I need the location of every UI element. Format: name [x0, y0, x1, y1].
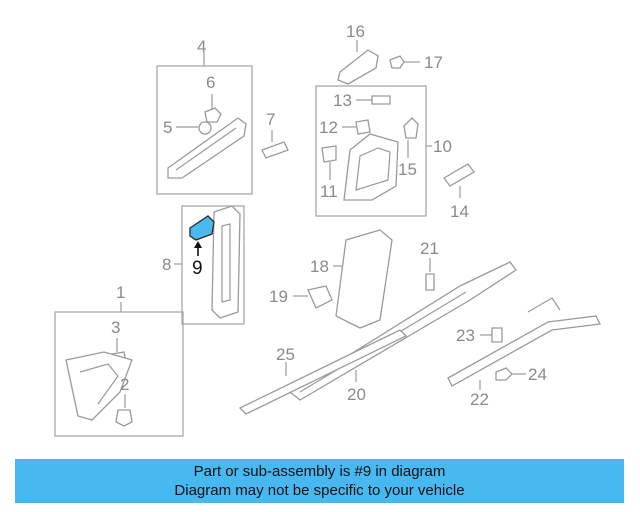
parts-diagram: 4 6 5 7 16 17 10 13 12 15 11 14 8 9 18 1… [54, 22, 601, 437]
sill-rail-22 [447, 315, 601, 387]
bracket-part-19 [307, 285, 333, 309]
callout-13: 13 [333, 91, 352, 110]
bolt-part-23 [491, 327, 503, 343]
callout-10: 10 [433, 137, 452, 156]
callout-9: 9 [192, 258, 203, 279]
grille-part-14 [443, 163, 475, 187]
rail-bracket [527, 297, 561, 313]
trim-inner-edge [355, 147, 391, 191]
callout-5: 5 [163, 118, 172, 137]
banner-line-part: Part or sub-assembly is #9 in diagram [193, 463, 446, 480]
scuff-plate-20 [288, 261, 517, 401]
callout-17: 17 [424, 53, 443, 72]
clip-part-6 [204, 107, 222, 123]
callout-22: 22 [470, 390, 489, 409]
callout-12: 12 [319, 118, 338, 137]
callout-1: 1 [116, 283, 125, 302]
group-box-4 [156, 65, 253, 195]
clip-part-15 [403, 117, 419, 139]
screw-part-17 [389, 55, 405, 69]
callout-4: 4 [197, 37, 206, 56]
callout-6: 6 [206, 73, 215, 92]
callout-7: 7 [266, 110, 275, 129]
kick-panel-edge [79, 363, 119, 405]
fastener-part-5 [198, 121, 212, 135]
clip-part-12 [355, 119, 371, 135]
clip-part-11 [321, 145, 337, 163]
callout-16: 16 [346, 22, 365, 41]
banner-line-disclaimer: Diagram may not be specific to your vehi… [174, 482, 465, 499]
callout-25: 25 [276, 345, 295, 364]
info-banner: Part or sub-assembly is #9 in diagram Di… [15, 459, 624, 503]
callout-24: 24 [528, 365, 547, 384]
bolt-part-21 [425, 273, 435, 291]
callout-11: 11 [320, 182, 338, 201]
group-box-8 [181, 205, 245, 325]
callout-23: 23 [456, 326, 475, 345]
b-pillar-upper-trim [343, 133, 399, 201]
clip-part-2 [115, 409, 133, 427]
b-pillar-lower-trim [211, 205, 241, 319]
callout-19: 19 [269, 287, 288, 306]
bolt-part-13 [371, 95, 391, 105]
arrow-head [194, 241, 202, 248]
screw-part-24 [495, 367, 513, 381]
group-box-10 [315, 85, 427, 217]
sill-trim-25 [238, 329, 408, 415]
callout-3: 3 [111, 318, 120, 337]
callout-18: 18 [310, 257, 329, 276]
callout-21: 21 [420, 239, 439, 258]
callout-15: 15 [398, 160, 417, 179]
callout-2: 2 [120, 375, 129, 394]
callout-20: 20 [347, 385, 366, 404]
speaker-grille-7 [261, 141, 289, 159]
group-box-1 [54, 311, 184, 437]
callout-8: 8 [162, 255, 171, 274]
b-pillar-lower-panel [335, 229, 393, 329]
kick-panel-trim [65, 351, 133, 421]
trim-channel [221, 223, 231, 303]
callout-14: 14 [450, 202, 469, 221]
bracket-part-16 [337, 49, 379, 85]
highlighted-part-9 [189, 215, 215, 241]
trim-edge [175, 127, 237, 171]
